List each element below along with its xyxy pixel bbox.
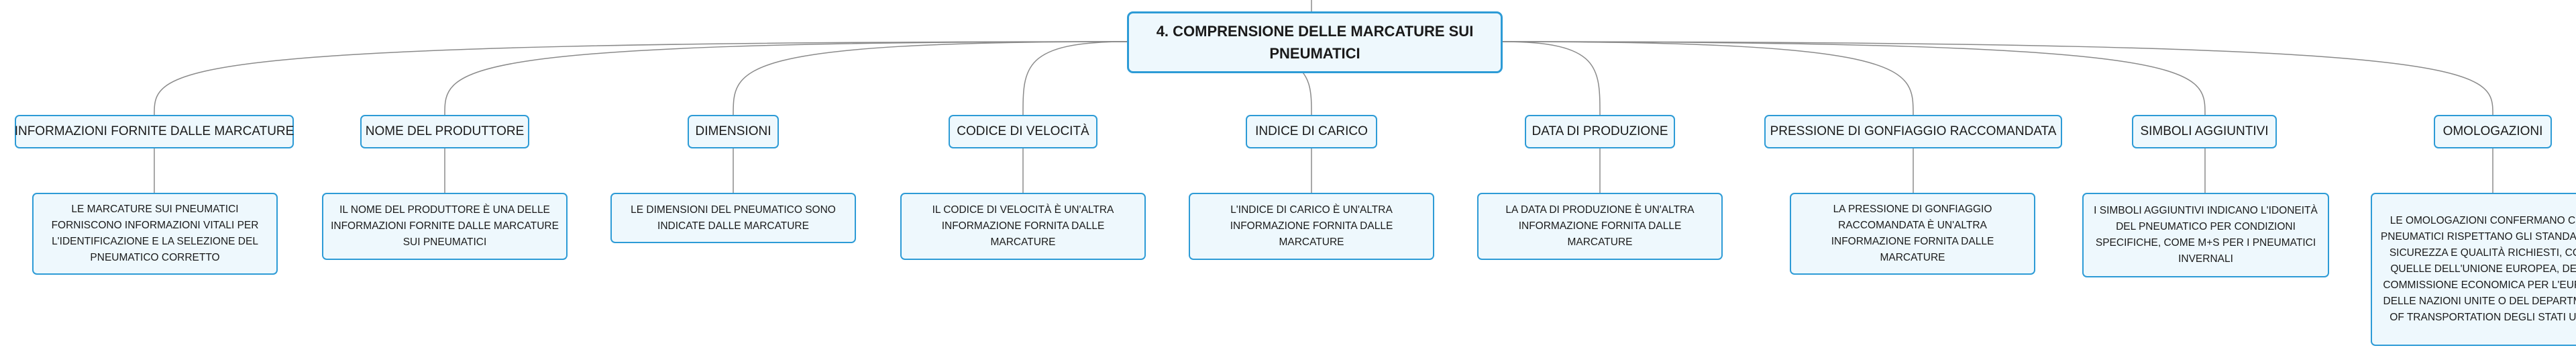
description-indice-carico[interactable]: L'INDICE DI CARICO È UN'ALTRA INFORMAZIO… [1189,193,1434,260]
description-text: LE OMOLOGAZIONI CONFERMANO CHE I PNEUMAT… [2380,215,2576,323]
topic-pressione-gonfiaggio[interactable]: PRESSIONE DI GONFIAGGIO RACCOMANDATA [1764,115,2062,148]
description-text: IL CODICE DI VELOCITÀ È UN'ALTRA INFORMA… [932,204,1114,248]
root-to-topic-connector [444,41,1128,116]
description-pressione-gonfiaggio[interactable]: LA PRESSIONE DI GONFIAGGIO RACCOMANDATA … [1790,193,2035,275]
topic-label: PRESSIONE DI GONFIAGGIO RACCOMANDATA [1770,124,2057,138]
topic-dimensioni[interactable]: DIMENSIONI [688,115,779,148]
topic-data-produzione[interactable]: DATA DI PRODUZIONE [1525,115,1675,148]
description-text: I SIMBOLI AGGIUNTIVI INDICANO L'IDONEITÀ… [2094,205,2318,265]
topic-label: DATA DI PRODUZIONE [1532,124,1668,138]
description-text: LA PRESSIONE DI GONFIAGGIO RACCOMANDATA … [1831,204,1994,263]
topic-simboli-aggiuntivi[interactable]: SIMBOLI AGGIUNTIVI [2132,115,2277,148]
root-to-topic-connector [733,41,1128,116]
topic-nome-produttore[interactable]: NOME DEL PRODUTTORE [360,115,529,148]
topic-label: SIMBOLI AGGIUNTIVI [2140,124,2269,138]
description-nome-produttore[interactable]: IL NOME DEL PRODUTTORE È UNA DELLE INFOR… [322,193,568,260]
root-to-topic-connector [1022,41,1128,116]
description-simboli-aggiuntivi[interactable]: I SIMBOLI AGGIUNTIVI INDICANO L'IDONEITÀ… [2082,193,2329,277]
description-dimensioni[interactable]: LE DIMENSIONI DEL PNEUMATICO SONO INDICA… [610,193,856,243]
description-informazioni-fornite[interactable]: LE MARCATURE SUI PNEUMATICI FORNISCONO I… [32,193,278,275]
topic-label: DIMENSIONI [695,124,771,138]
description-data-produzione[interactable]: LA DATA DI PRODUZIONE È UN'ALTRA INFORMA… [1477,193,1723,260]
root-to-topic-connector [154,41,1128,116]
description-text: L'INDICE DI CARICO È UN'ALTRA INFORMAZIO… [1230,204,1393,248]
topic-label: NOME DEL PRODUTTORE [365,124,525,138]
description-text: IL NOME DEL PRODUTTORE È UNA DELLE INFOR… [331,204,559,248]
topic-informazioni-fornite[interactable]: INFORMAZIONI FORNITE DALLE MARCATURE [15,115,294,148]
description-text: LE MARCATURE SUI PNEUMATICI FORNISCONO I… [51,204,259,263]
root-to-topic-connector [1502,41,2206,116]
description-omologazioni[interactable]: LE OMOLOGAZIONI CONFERMANO CHE I PNEUMAT… [2371,193,2576,346]
root-to-topic-connector [1502,41,2493,116]
topic-codice-velocita[interactable]: CODICE DI VELOCITÀ [949,115,1097,148]
root-to-topic-connector [1502,41,1601,116]
topic-label: INFORMAZIONI FORNITE DALLE MARCATURE [14,124,294,138]
root-to-topic-connector [1502,41,1914,116]
description-text: LA DATA DI PRODUZIONE È UN'ALTRA INFORMA… [1505,204,1695,248]
topic-label: OMOLOGAZIONI [2443,124,2543,138]
root-topic-title: 4. COMPRENSIONE DELLE MARCATURE SUI PNEU… [1156,23,1474,62]
topic-label: CODICE DI VELOCITÀ [957,124,1089,138]
topic-label: INDICE DI CARICO [1255,124,1368,138]
description-codice-velocita[interactable]: IL CODICE DI VELOCITÀ È UN'ALTRA INFORMA… [900,193,1146,260]
description-text: LE DIMENSIONI DEL PNEUMATICO SONO INDICA… [631,204,836,232]
root-topic[interactable]: 4. COMPRENSIONE DELLE MARCATURE SUI PNEU… [1127,11,1503,73]
topic-indice-carico[interactable]: INDICE DI CARICO [1246,115,1377,148]
topic-omologazioni[interactable]: OMOLOGAZIONI [2434,115,2552,148]
